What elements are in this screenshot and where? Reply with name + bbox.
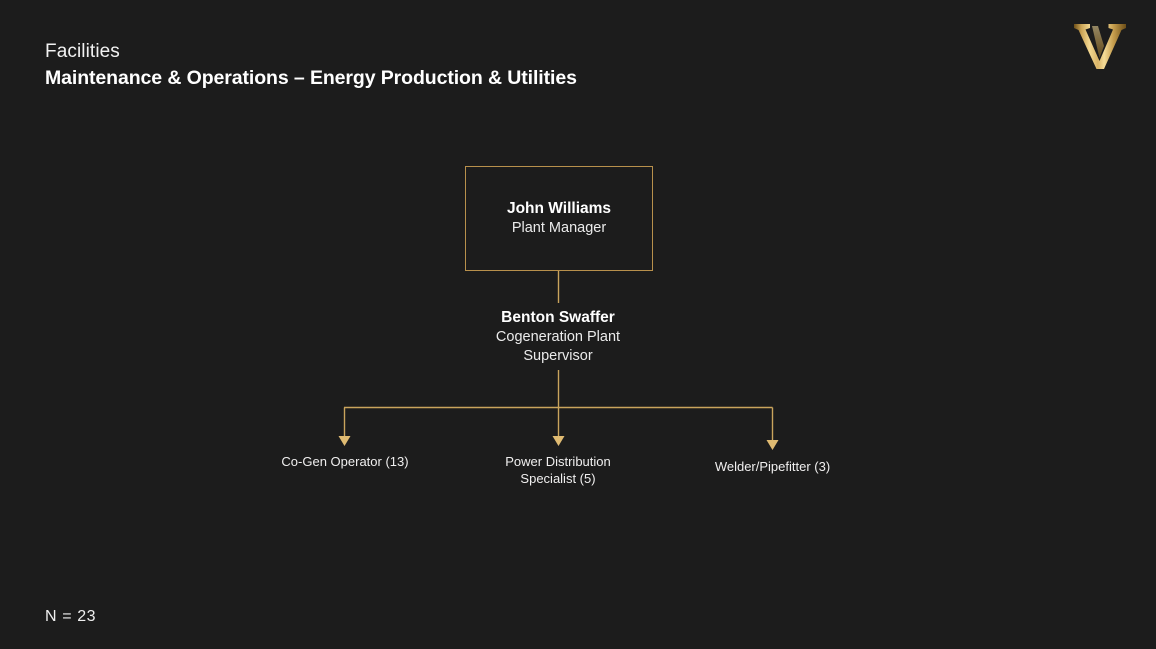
org-node-power-distribution-specialist[interactable]: Power Distribution Specialist (5) <box>478 454 638 488</box>
org-node-title-line2: Supervisor <box>523 348 593 365</box>
header-eyebrow: Facilities <box>45 41 120 62</box>
org-node-label-line2: Specialist (5) <box>520 470 596 486</box>
org-node-label: Welder/Pipefitter (3) <box>714 459 831 474</box>
org-node-label: Co-Gen Operator (13) <box>281 454 409 469</box>
org-node-title: Plant Manager <box>511 220 607 237</box>
org-node-cogen-operator[interactable]: Co-Gen Operator (13) <box>255 454 435 471</box>
org-node-name: Benton Swaffer <box>501 309 615 326</box>
org-node-name: John Williams <box>506 199 612 217</box>
vanderbilt-v-logo <box>1068 20 1134 72</box>
org-node-label-line1: Power Distribution <box>505 454 611 469</box>
org-node-cogen-supervisor[interactable]: Benton Swaffer Cogeneration Plant Superv… <box>458 308 658 366</box>
page-header: Facilities Maintenance & Operations – En… <box>45 42 577 89</box>
org-node-title-line1: Cogeneration Plant <box>495 329 621 346</box>
headcount-total: N = 23 <box>45 608 97 625</box>
org-node-plant-manager[interactable]: John Williams Plant Manager <box>465 166 653 271</box>
org-node-welder-pipefitter[interactable]: Welder/Pipefitter (3) <box>692 459 853 476</box>
page-title: Maintenance & Operations – Energy Produc… <box>45 67 577 89</box>
